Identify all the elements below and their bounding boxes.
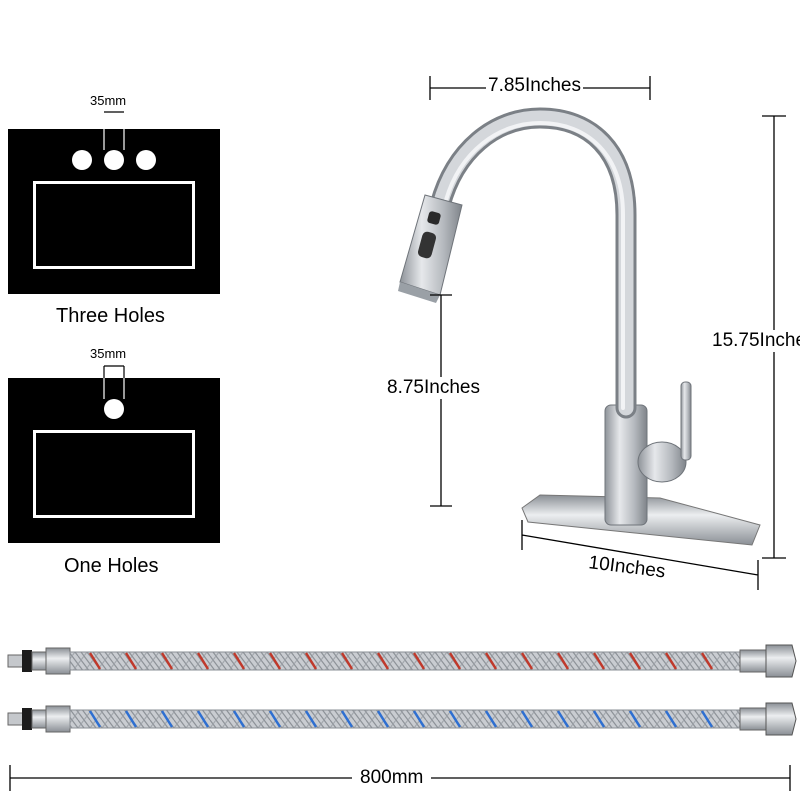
hole-spacing-label: 35mm	[90, 93, 127, 108]
hose-tracer-stripe	[304, 710, 318, 728]
hose-tracer-stripe	[448, 652, 462, 670]
hose-tracer-stripe	[412, 652, 426, 670]
cold-stripes	[88, 710, 714, 728]
hose-tracer-stripe	[628, 710, 642, 728]
tap-hole	[136, 150, 156, 170]
spacing-bracket	[103, 111, 125, 150]
cold-water-hose	[7, 702, 797, 736]
spout-height-label: 8.75Inches	[385, 377, 482, 399]
spacing-bracket	[103, 365, 125, 399]
hose-tracer-stripe	[664, 652, 678, 670]
hose-tracer-stripe	[412, 710, 426, 728]
hose-tracer-stripe	[592, 652, 606, 670]
hose-tracer-stripe	[484, 710, 498, 728]
tap-hole	[72, 150, 92, 170]
sink-caption: Three Holes	[56, 305, 165, 327]
spout-reach-label: 7.85Inches	[486, 75, 583, 97]
hose-tracer-stripe	[124, 710, 138, 728]
basin-outline	[33, 430, 195, 518]
faucet-illustration	[398, 107, 761, 546]
hose-length-label: 800mm	[352, 767, 432, 789]
hose-tracer-stripe	[448, 710, 462, 728]
hose-tracer-stripe	[700, 710, 714, 728]
hose-tracer-stripe	[556, 652, 570, 670]
hose-tracer-stripe	[520, 652, 534, 670]
hose-tracer-stripe	[232, 652, 246, 670]
hose-tracer-stripe	[196, 710, 210, 728]
hot-water-hose	[7, 644, 797, 678]
hose-tracer-stripe	[268, 652, 282, 670]
spacing-bracket	[103, 365, 125, 378]
hose-tracer-stripe	[124, 652, 138, 670]
hose-tracer-stripe	[340, 652, 354, 670]
hose-tracer-stripe	[196, 652, 210, 670]
hose-tracer-stripe	[628, 652, 642, 670]
total-height-label: 15.75Inches	[710, 330, 800, 352]
hose-tracer-stripe	[340, 710, 354, 728]
hose-tracer-stripe	[700, 652, 714, 670]
hole-spacing-label: 35mm	[90, 346, 127, 361]
hose-tracer-stripe	[520, 710, 534, 728]
hose-tracer-stripe	[88, 652, 102, 670]
hose-tracer-stripe	[88, 710, 102, 728]
sink-diagram-one-hole	[8, 378, 220, 543]
hose-tracer-stripe	[268, 710, 282, 728]
hose-tracer-stripe	[376, 652, 390, 670]
hose-tracer-stripe	[556, 710, 570, 728]
hot-stripes	[88, 652, 714, 670]
hose-tracer-stripe	[304, 652, 318, 670]
dimension-lines	[9, 76, 791, 791]
sink-diagram-three-holes	[8, 129, 220, 294]
hose-tracer-stripe	[592, 710, 606, 728]
basin-outline	[33, 181, 195, 269]
tap-hole	[104, 399, 124, 419]
hose-tracer-stripe	[484, 652, 498, 670]
tap-hole	[104, 150, 124, 170]
hose-tracer-stripe	[160, 710, 174, 728]
hose-tracer-stripe	[376, 710, 390, 728]
sink-caption: One Holes	[64, 555, 159, 577]
hose-tracer-stripe	[664, 710, 678, 728]
hose-tracer-stripe	[160, 652, 174, 670]
hose-tracer-stripe	[232, 710, 246, 728]
